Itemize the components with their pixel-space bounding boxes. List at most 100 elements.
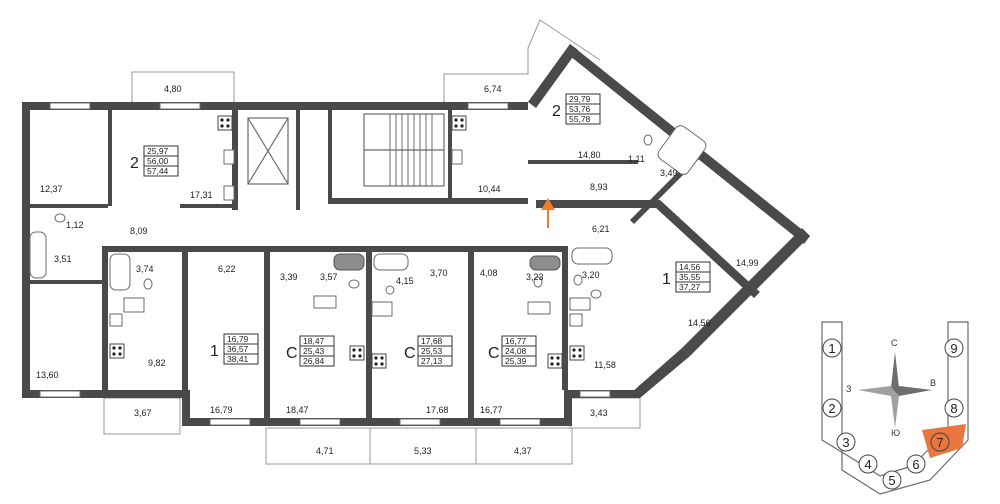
apartment-block: С 16,77 24,08 25,39: [488, 335, 537, 367]
room-area: 3,51: [54, 254, 72, 264]
room-area: 3,57: [320, 272, 338, 282]
svg-text:4: 4: [864, 457, 871, 472]
apartment-block: 2 29,79 53,76 55,78: [552, 93, 601, 125]
compass-north: С: [891, 338, 898, 348]
room-area: 3,70: [430, 268, 448, 278]
total-area-with-balcony: 38,41: [227, 354, 249, 364]
room-area: 6,22: [218, 264, 236, 274]
living-area: 14,56: [679, 262, 701, 272]
compass-east: В: [930, 378, 936, 388]
living-area: 25,97: [147, 146, 169, 156]
room-area: 17,31: [190, 190, 213, 200]
sanitary: [54, 134, 653, 327]
total-area: 25,53: [421, 346, 443, 356]
room-area: 16,79: [210, 405, 233, 415]
section-5: 5: [882, 470, 902, 490]
room-labels: 12,37 17,31 10,44 14,80 8,93 14,99 1,12 …: [36, 150, 759, 415]
balcony-top-left: [131, 71, 235, 107]
room-area: 14,99: [736, 258, 759, 268]
total-area-with-balcony: 55,78: [569, 114, 591, 124]
room-area: 3,39: [280, 272, 298, 282]
section-4: 4: [858, 454, 878, 474]
room-area: 8,09: [130, 226, 148, 236]
total-area-with-balcony: 37,27: [679, 282, 701, 292]
apartment-block: 1 14,56 35,55 37,27: [662, 261, 711, 293]
total-area: 53,76: [569, 104, 591, 114]
apartment-type: С: [488, 345, 500, 362]
balcony-area: 4,80: [164, 84, 182, 94]
room-area: 11,58: [594, 360, 616, 370]
room-area: 9,82: [148, 358, 166, 368]
room-area: 6,21: [592, 224, 610, 234]
balcony-area: 3,67: [134, 408, 152, 418]
apartment-block: 2 25,97 56,00 57,44: [130, 145, 179, 177]
windows: [39, 102, 611, 426]
room-area: 12,37: [40, 184, 63, 194]
section-6: 6: [906, 454, 926, 474]
section-8: 8: [944, 398, 964, 418]
svg-text:8: 8: [950, 401, 957, 416]
section-markers: 1 2 3 4 5 6 7 8 9: [822, 338, 964, 490]
apartment-type: С: [286, 345, 298, 362]
room-area: 3,20: [582, 270, 600, 280]
room-area: 16,77: [480, 405, 503, 415]
total-area: 36,57: [227, 344, 249, 354]
living-area: 29,79: [569, 94, 591, 104]
svg-text:5: 5: [888, 473, 895, 488]
apartment-block: С 18,47 25,43 26,84: [286, 335, 335, 367]
stairwell: [247, 113, 445, 187]
svg-text:1: 1: [828, 341, 835, 356]
balcony-bottom-3: [475, 427, 573, 465]
total-area-with-balcony: 25,39: [505, 356, 527, 366]
apartment-block: С 17,68 25,53 27,13: [404, 335, 453, 367]
room-area: 4,08: [480, 268, 498, 278]
room-area: 3,49: [660, 168, 678, 178]
svg-text:9: 9: [950, 341, 957, 356]
apartment-type: 1: [662, 271, 671, 288]
compass: С Ю З В: [846, 338, 936, 438]
stoves: [109, 115, 585, 369]
room-area: 13,60: [36, 370, 59, 380]
living-area: 17,68: [421, 336, 443, 346]
balcony-area: 4,71: [316, 446, 334, 456]
svg-text:7: 7: [936, 435, 943, 450]
svg-text:3: 3: [842, 435, 849, 450]
total-area-with-balcony: 57,44: [147, 166, 169, 176]
total-area-with-balcony: 27,13: [421, 356, 443, 366]
bathtubs: [29, 125, 707, 291]
room-area: 4,15: [396, 276, 414, 286]
room-area: 14,80: [578, 150, 601, 160]
total-area: 56,00: [147, 156, 169, 166]
apartment-info: 2 25,97 56,00 57,44 2 29,79 53,76 55,78 …: [130, 93, 711, 367]
room-area: 1,12: [66, 220, 84, 230]
balcony-area: 3,43: [590, 408, 608, 418]
balcony-area: 5,33: [414, 446, 432, 456]
room-area: 8,93: [590, 182, 608, 192]
balcony-area: 4,37: [514, 446, 532, 456]
total-area: 24,08: [505, 346, 527, 356]
total-area-with-balcony: 26,84: [303, 356, 325, 366]
section-2: 2: [822, 398, 842, 418]
apartment-type: С: [404, 345, 416, 362]
apartment-type: 1: [210, 343, 219, 360]
total-area: 35,55: [679, 272, 701, 282]
living-area: 16,79: [227, 334, 249, 344]
svg-text:2: 2: [828, 401, 835, 416]
room-area: 18,47: [286, 405, 309, 415]
section-7: 7: [930, 432, 950, 452]
compass-south: Ю: [891, 428, 900, 438]
total-area: 25,43: [303, 346, 325, 356]
room-area: 3,23: [526, 272, 544, 282]
entrance-arrow: [541, 198, 555, 228]
room-area: 1,11: [628, 154, 645, 164]
living-area: 16,77: [505, 336, 527, 346]
balcony-labels: 4,80 6,74 3,67 4,71 5,33 4,37 3,43: [134, 84, 608, 456]
apartment-type: 2: [552, 103, 561, 120]
apartment-block: 1 16,79 36,57 38,41: [210, 333, 259, 365]
room-area: 14,56: [688, 318, 711, 328]
compass-west: З: [846, 384, 851, 394]
section-9: 9: [944, 338, 964, 358]
room-area: 3,74: [136, 264, 154, 274]
balcony-area: 6,74: [484, 84, 502, 94]
apartment-type: 2: [130, 155, 139, 172]
